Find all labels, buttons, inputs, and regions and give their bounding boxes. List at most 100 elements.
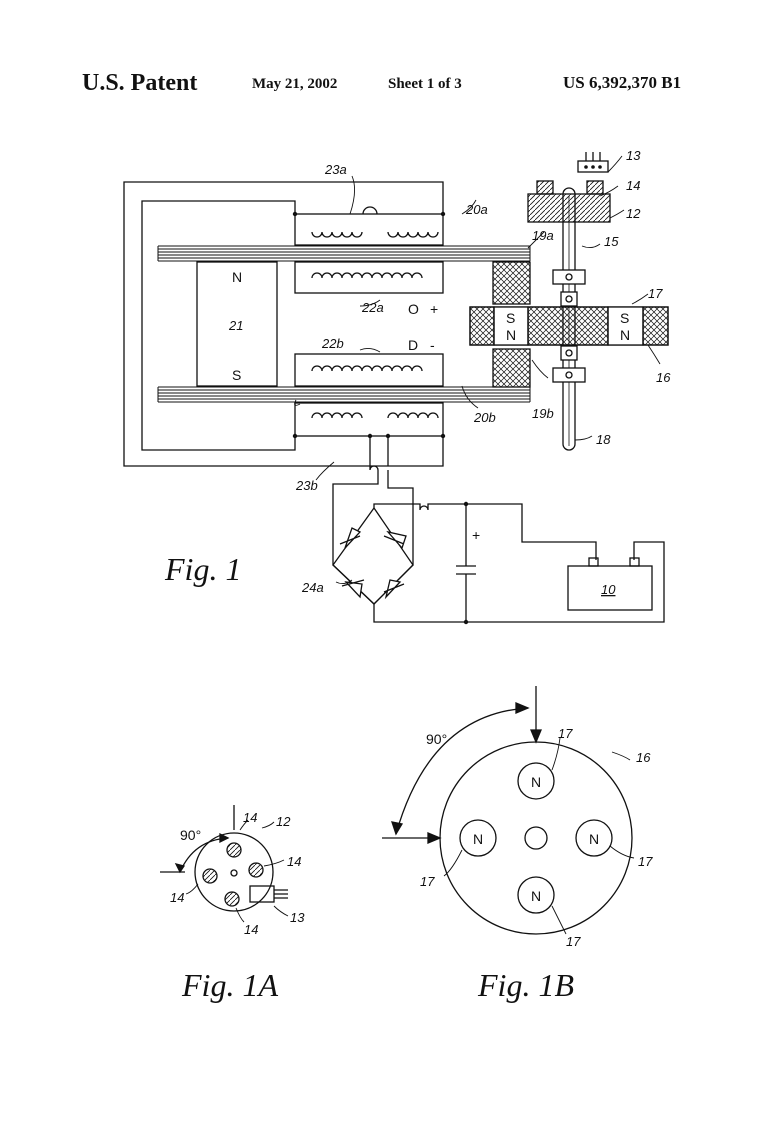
connector-13-leads [585,152,601,161]
coil-23a-bridge [362,206,378,215]
ref-21: 21 [228,318,243,333]
angle-arrow-90 [179,837,229,873]
coil-23b-frame [294,402,444,437]
ref-16: 16 [656,370,671,385]
coil-22b-frame [294,353,444,387]
coil-23a-frame [294,213,444,246]
magnet-label-right: N [589,831,599,847]
ref-1b-17-right: 17 [638,854,653,869]
ref-20b: 20b [473,410,496,425]
ref-1b-16: 16 [636,750,651,765]
angle-arrowhead-left [174,863,186,874]
ref-23a: 23a [324,162,347,177]
ref-19b: 19b [532,406,554,421]
magnet-17-bottom [517,876,555,914]
sensor-holder-12 [527,193,611,223]
magnet-label-bottom: N [531,888,541,904]
pole-piece-19a [492,261,531,305]
ref-1a-14-bottom: 14 [244,922,258,937]
sensor-14-top [226,842,242,858]
ref-1b-17-left: 17 [420,874,435,889]
ref-1b-17-top: 17 [558,726,573,741]
battery-terminal-left [588,557,599,567]
ref-10: 10 [601,582,616,597]
magnet-17-top [517,762,555,800]
ref-22a: 22a [361,300,384,315]
permanent-magnet-21 [196,261,278,387]
coil-23a-winding-left [311,231,363,238]
capacitor-plus: + [472,527,480,543]
terminal-d: D [408,337,418,353]
sensor-14-left [202,868,218,884]
battery-terminal-right [629,557,640,567]
fig-1b-labels: 90° N N N N 17 16 17 17 17 Fig. 1B [420,726,653,1003]
leader-lines-fig1 [294,155,661,585]
outer-wire [123,181,444,467]
rectifier-bridge-24a [332,503,665,623]
center-bore [524,826,548,850]
sensor-14-left [536,180,554,195]
coil-23b-winding-left [311,412,363,419]
coil-23a-winding-right [387,231,439,238]
ref-14: 14 [626,178,640,193]
page-header: U.S. Patent May 21, 2002 Sheet 1 of 3 US… [82,70,681,96]
ref-12: 12 [626,206,641,221]
battery-10 [567,565,653,611]
lead-wire-right [373,436,414,605]
magnet-pole-s: S [232,367,241,383]
magnet-17-right [575,819,613,857]
angle-90-1b: 90° [426,731,447,747]
angle-arc-head-left [391,821,404,836]
patent-title: U.S. Patent [82,70,197,96]
inner-wire [141,200,296,451]
terminal-plus: + [430,301,438,317]
sheet-number: Sheet 1 of 3 [388,76,462,92]
fig-1-diagram [123,152,669,625]
rotor-pole-left-s: S [506,310,515,326]
terminal-o: O [408,301,419,317]
angle-arc-90-1b [395,707,529,835]
sensor-plate-12 [194,832,274,912]
core-bar-top [157,245,531,262]
ref-23b: 23b [295,478,318,493]
ref-1a-14-right: 14 [287,854,301,869]
shaft-bolts [565,273,573,379]
magnet-17-left [459,819,497,857]
center-hole [230,869,238,877]
ref-22b: 22b [321,336,344,351]
fig-1b-diagram [382,686,635,935]
rotor-pole-right-n: N [620,327,630,343]
coil-22a-frame [294,261,444,294]
leader-lines-fig1a [185,819,289,923]
pole-piece-19b [492,348,531,388]
ref-15: 15 [604,234,619,249]
ref-1a-14-top: 14 [243,810,257,825]
rotor-pole-right-s: S [620,310,629,326]
ref-1a-13: 13 [290,910,305,925]
sensor-14-right [586,180,604,195]
sensor-14-bottom [224,891,240,907]
ref-1a-14-left: 14 [170,890,184,905]
terminal-minus: - [430,337,435,353]
ref-1a-12: 12 [276,814,291,829]
angle-90-1a: 90° [180,827,201,843]
connector-13-pins [584,165,602,169]
angle-arc-head-top [515,702,530,714]
coil-22b-winding [311,365,423,372]
fig-1a-labels: 90° 14 12 14 14 14 13 Fig. 1A [170,810,305,1003]
leader-lines-fig1b [443,737,635,935]
fig-1-caption: Fig. 1 [164,551,241,587]
core-bar-bottom [157,386,531,403]
fig-1b-caption: Fig. 1B [477,967,574,1003]
axis-arrowhead-top [530,729,542,744]
patent-date: May 21, 2002 [252,76,337,92]
ref-24a: 24a [301,580,324,595]
magnet-label-left: N [473,831,483,847]
fig-1a-caption: Fig. 1A [181,967,278,1003]
ref-13: 13 [626,148,641,163]
angle-arrowhead-top [219,832,230,844]
rotor-disk-16 [469,306,669,346]
sensor-14-right [248,862,264,878]
coil-23b-winding-right [387,412,439,419]
